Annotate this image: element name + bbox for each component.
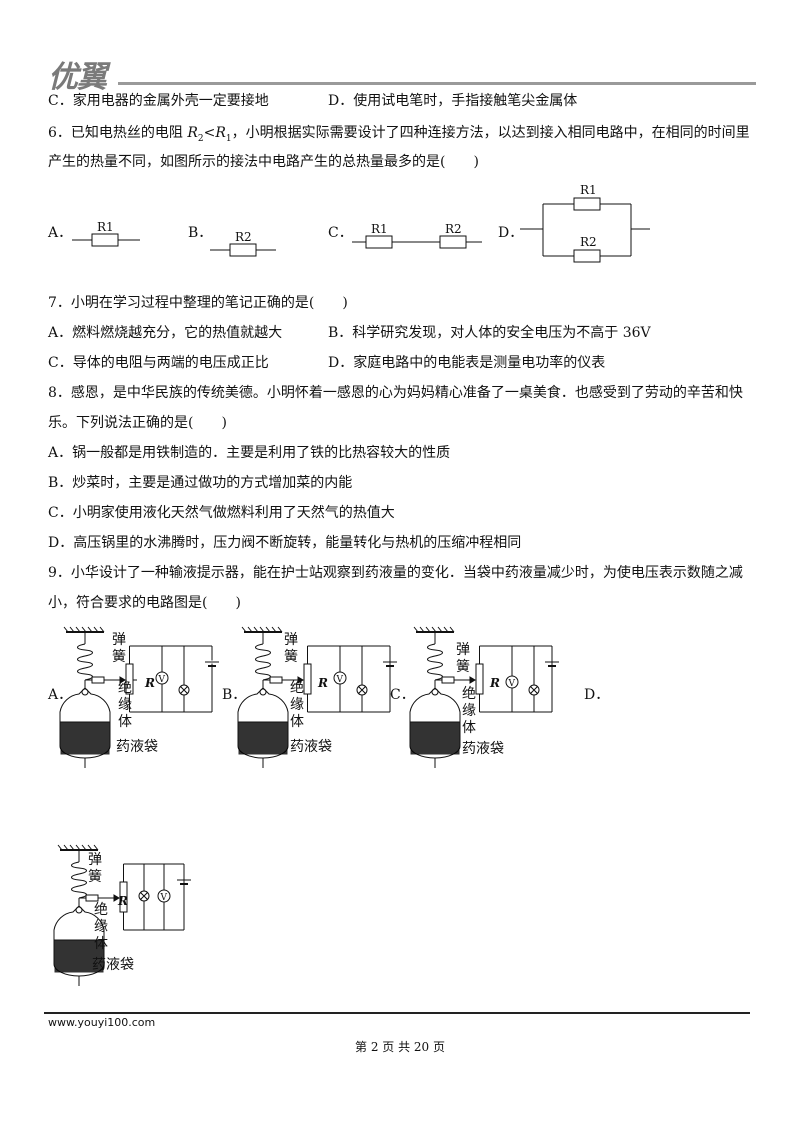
q6-c-r1-label: R1 xyxy=(371,222,388,236)
q9-c-r-label: R xyxy=(490,676,500,690)
voltmeter-label: V xyxy=(336,675,344,685)
q9-option-c-label: C． xyxy=(390,687,415,703)
q9-d-spring-label: 弹簧 xyxy=(88,852,102,885)
q9-c-spring-label: 弹簧 xyxy=(456,642,470,675)
q9-a-r-label: R xyxy=(145,676,155,690)
q7-stem: 7．小明在学习过程中整理的笔记正确的是( ) xyxy=(48,295,348,311)
q9-stem-line2: 小，符合要求的电路图是( ) xyxy=(48,595,241,611)
q9-circuit-b: V xyxy=(237,626,397,769)
q9-circuit-c: V xyxy=(409,626,559,769)
page-number: 第 2 页 共 20 页 xyxy=(355,1040,445,1054)
q9-d-r-label: R xyxy=(118,894,128,908)
q6-option-d-label: D． xyxy=(498,225,524,241)
q5-option-c: C．家用电器的金属外壳一定要接地 xyxy=(48,93,269,109)
q6-option-c-label: C． xyxy=(328,225,353,241)
q6-d-r1-label: R1 xyxy=(580,183,597,197)
voltmeter-label: V xyxy=(160,893,168,903)
q8-option-d: D．高压锅里的水沸腾时，压力阀不断旋转，能量转化与热机的压缩冲程相同 xyxy=(48,535,522,551)
q9-stem-line1: 9．小华设计了一种输液提示器，能在护士站观察到药液量的变化．当袋中药液量减少时，… xyxy=(48,565,743,581)
footer-url[interactable]: www.youyi100.com xyxy=(48,1016,156,1029)
q8-option-c: C．小明家使用液化天然气做燃料利用了天然气的热值大 xyxy=(48,505,395,521)
q9-b-r-label: R xyxy=(318,676,328,690)
q6-option-a-label: A． xyxy=(48,225,73,241)
q6-b-r2-label: R2 xyxy=(235,230,252,244)
q9-circuit-d: V xyxy=(53,844,191,987)
q9-a-insulator-label: 绝缘体 xyxy=(118,680,132,730)
q7-option-b: B．科学研究发现，对人体的安全电压为不高于 36V xyxy=(328,325,651,341)
q6-d-r2-label: R2 xyxy=(580,235,597,249)
voltmeter-label: V xyxy=(158,675,166,685)
q6-a-r1-label: R1 xyxy=(97,220,114,234)
voltmeter-label: V xyxy=(508,679,516,689)
q9-d-insulator-label: 绝缘体 xyxy=(94,902,108,952)
q7-option-c: C．导体的电阻与两端的电压成正比 xyxy=(48,355,269,371)
q9-a-spring-label: 弹簧 xyxy=(112,632,126,665)
q9-option-a-label: A． xyxy=(48,687,73,703)
q9-a-bag-label: 药液袋 xyxy=(116,739,158,755)
q6-stem-line1: 6．已知电热丝的电阻 R2<R1，小明根据实际需要设计了四种连接方法，以达到接入… xyxy=(48,125,750,144)
q9-b-insulator-label: 绝缘体 xyxy=(290,680,304,730)
q8-stem-line1: 8．感恩，是中华民族的传统美德。小明怀着一感恩的心为妈妈精心准备了一桌美食．也感… xyxy=(48,385,743,401)
q6-option-b-label: B． xyxy=(188,225,213,241)
q8-stem-line2: 乐。下列说法正确的是( ) xyxy=(48,415,227,431)
q7-option-d: D．家庭电路中的电能表是测量电功率的仪表 xyxy=(328,355,606,371)
q9-option-d-label: D． xyxy=(584,687,610,703)
q9-option-b-label: B． xyxy=(222,687,247,703)
q6-c-r2-label: R2 xyxy=(445,222,462,236)
logo: 优翼 xyxy=(48,60,107,95)
q9-circuit-a: V xyxy=(59,626,220,769)
q6-stem-line2: 产生的热量不同，如图所示的接法中电路产生的总热量最多的是( ) xyxy=(48,154,479,170)
q9-c-insulator-label: 绝缘体 xyxy=(462,686,476,736)
q7-option-a: A．燃料燃烧越充分，它的热值就越大 xyxy=(48,325,283,341)
q9-b-spring-label: 弹簧 xyxy=(284,632,298,665)
q5-option-d: D．使用试电笔时，手指接触笔尖金属体 xyxy=(328,93,578,109)
q6-circuits: R1 R2 R1 R2 R1 R2 xyxy=(72,183,650,263)
footer-rule xyxy=(44,1012,750,1014)
q9-c-bag-label: 药液袋 xyxy=(462,741,504,757)
q8-option-b: B．炒菜时，主要是通过做功的方式增加菜的内能 xyxy=(48,475,353,491)
q8-option-a: A．锅一般都是用铁制造的．主要是利用了铁的比热容较大的性质 xyxy=(48,445,451,461)
q9-b-bag-label: 药液袋 xyxy=(290,739,332,755)
q9-d-bag-label: 药液袋 xyxy=(92,957,134,973)
header-rule xyxy=(118,82,756,85)
